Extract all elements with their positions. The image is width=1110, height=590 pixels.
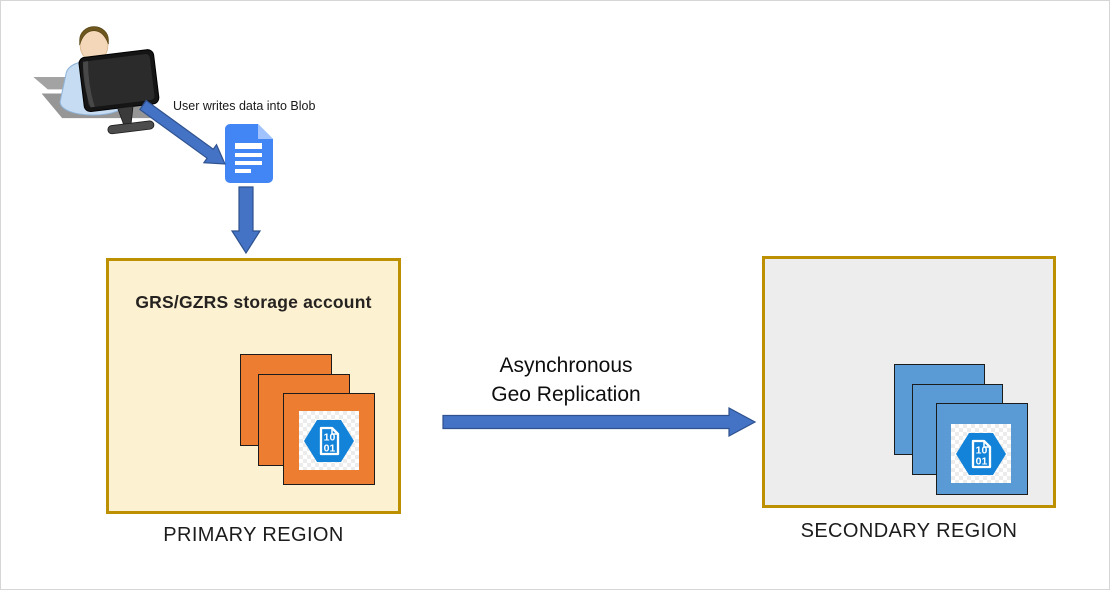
secondary-region-box: 10 01 xyxy=(762,256,1056,508)
replication-caption: Asynchronous Geo Replication xyxy=(426,351,706,409)
binary-blob-hexagon-icon: 10 01 xyxy=(951,424,1011,483)
replication-caption-line2: Geo Replication xyxy=(491,383,641,406)
down-arrow-icon xyxy=(230,186,262,255)
blob-binary-line1: 10 xyxy=(324,431,336,443)
blob-binary-line2: 01 xyxy=(976,455,988,467)
primary-box-title: GRS/GZRS storage account xyxy=(135,292,372,312)
primary-region-box: GRS/GZRS storage account 10 01 xyxy=(106,258,401,514)
blob-binary-line2: 01 xyxy=(324,442,336,454)
stacked-square-front: 10 01 xyxy=(283,393,375,485)
user-at-computer-icon xyxy=(33,26,160,135)
blob-binary-line1: 10 xyxy=(976,444,988,456)
secondary-region-label: SECONDARY REGION xyxy=(800,520,1018,542)
blob-document-icon xyxy=(225,124,273,183)
user-caption: User writes data into Blob xyxy=(173,99,316,113)
stacked-square-front: 10 01 xyxy=(936,403,1028,495)
binary-blob-hexagon-icon: 10 01 xyxy=(299,411,359,470)
replication-caption-line1: Asynchronous xyxy=(499,354,633,377)
right-arrow-icon xyxy=(442,406,757,438)
primary-region-label: PRIMARY REGION xyxy=(163,524,344,546)
